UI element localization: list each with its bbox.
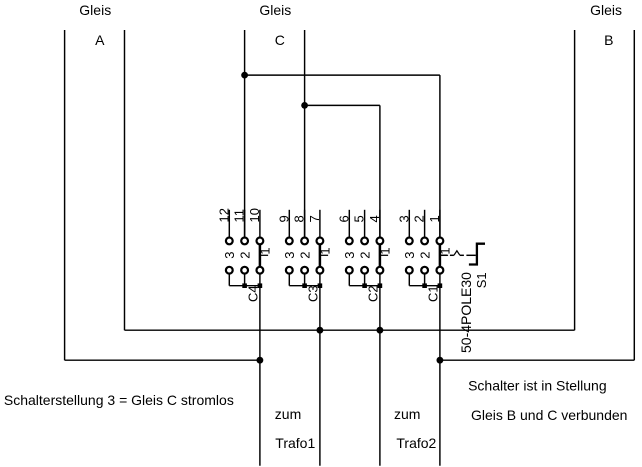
svg-text:Gleis: Gleis — [79, 2, 111, 18]
svg-text:S1: S1 — [474, 272, 489, 288]
svg-text:6: 6 — [336, 215, 351, 222]
svg-text:zum: zum — [275, 406, 301, 422]
svg-text:3: 3 — [396, 215, 411, 222]
svg-text:50-4POLE30: 50-4POLE30 — [458, 272, 474, 353]
svg-text:1: 1 — [378, 247, 393, 254]
svg-text:C2: C2 — [365, 285, 380, 302]
svg-text:3: 3 — [222, 251, 237, 258]
svg-text:7: 7 — [307, 215, 322, 222]
svg-text:9: 9 — [276, 215, 291, 222]
svg-text:Schalterstellung 3 = Gleis C s: Schalterstellung 3 = Gleis C stromlos — [4, 392, 234, 408]
svg-text:Schalter ist in Stellung: Schalter ist in Stellung — [468, 378, 607, 394]
svg-text:B: B — [604, 32, 613, 48]
svg-text:12: 12 — [216, 208, 231, 222]
svg-text:Gleis B und C verbunden: Gleis B und C verbunden — [471, 407, 627, 423]
svg-text:2: 2 — [237, 251, 252, 258]
svg-text:1: 1 — [427, 215, 442, 222]
svg-text:8: 8 — [292, 215, 307, 222]
svg-text:A: A — [95, 32, 105, 48]
svg-text:Trafo1: Trafo1 — [275, 435, 315, 451]
svg-text:C3: C3 — [305, 285, 320, 302]
svg-text:C1: C1 — [425, 285, 440, 302]
svg-text:1: 1 — [318, 247, 333, 254]
svg-text:2: 2 — [357, 251, 372, 258]
svg-text:C4: C4 — [245, 285, 260, 302]
svg-text:11: 11 — [232, 209, 247, 223]
svg-text:1: 1 — [258, 247, 273, 254]
svg-text:Gleis: Gleis — [259, 2, 291, 18]
svg-text:2: 2 — [417, 251, 432, 258]
svg-text:2: 2 — [297, 251, 312, 258]
svg-text:4: 4 — [367, 215, 382, 222]
svg-text:5: 5 — [352, 215, 367, 222]
svg-text:1: 1 — [438, 247, 453, 254]
svg-text:C: C — [275, 32, 285, 48]
svg-text:Gleis: Gleis — [590, 2, 622, 18]
svg-text:Trafo2: Trafo2 — [396, 435, 436, 451]
svg-text:3: 3 — [282, 251, 297, 258]
svg-text:2: 2 — [412, 215, 427, 222]
svg-text:10: 10 — [247, 208, 262, 222]
svg-text:3: 3 — [402, 251, 417, 258]
svg-text:zum: zum — [394, 406, 420, 422]
svg-text:3: 3 — [342, 251, 357, 258]
